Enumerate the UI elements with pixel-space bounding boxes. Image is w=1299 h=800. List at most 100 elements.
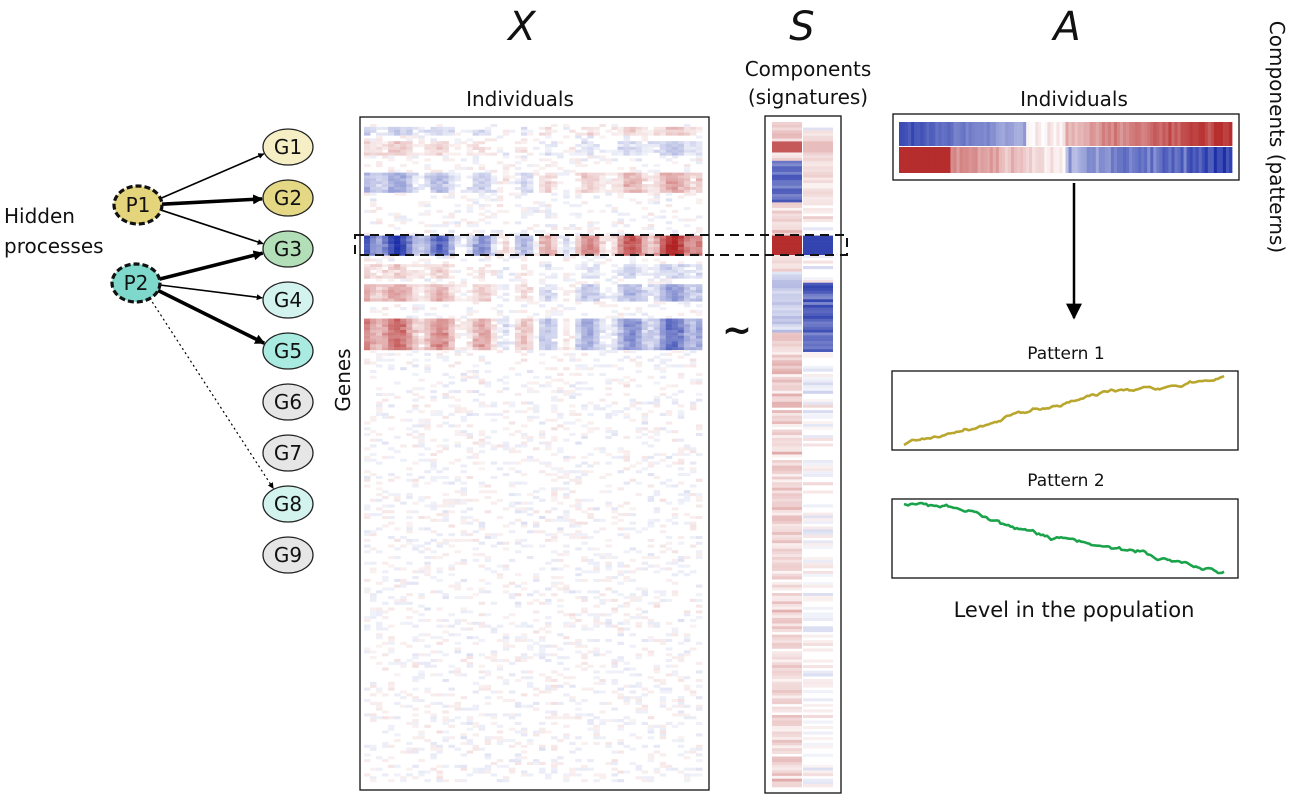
- x-cell: [364, 129, 371, 133]
- x-cell: [545, 184, 552, 188]
- x-cell: [520, 244, 528, 248]
- x-cell: [364, 332, 371, 336]
- x-cell: [683, 141, 691, 145]
- x-cell: [370, 152, 377, 156]
- x-cell: [635, 621, 643, 625]
- x-cell: [484, 269, 492, 273]
- x-cell: [430, 132, 437, 136]
- x-cell: [539, 636, 546, 640]
- x-cell: [496, 295, 504, 299]
- x-cell: [382, 275, 389, 279]
- x-cell: [424, 687, 431, 691]
- x-cell: [448, 181, 455, 185]
- x-cell: [665, 272, 673, 276]
- x-cell: [605, 435, 612, 439]
- x-cell: [412, 350, 419, 354]
- x-cell: [617, 175, 624, 179]
- x-cell: [454, 269, 461, 273]
- x-cell: [575, 335, 582, 339]
- x-cell: [436, 324, 443, 328]
- x-cell: [484, 169, 492, 173]
- x-cell: [635, 624, 643, 628]
- x-cell: [647, 178, 655, 182]
- x-cell: [575, 707, 582, 711]
- x-cell: [412, 392, 419, 396]
- x-cell: [569, 255, 576, 259]
- x-cell: [376, 135, 383, 139]
- x-cell: [388, 126, 395, 130]
- x-cell: [496, 195, 504, 199]
- x-cell: [382, 126, 389, 130]
- x-cell: [587, 126, 594, 130]
- x-cell: [520, 538, 528, 542]
- x-cell: [569, 455, 576, 459]
- x-cell: [593, 292, 600, 296]
- x-cell: [502, 387, 510, 391]
- s-cell: [772, 709, 802, 713]
- x-cell: [587, 249, 594, 253]
- x-cell: [593, 647, 600, 651]
- x-cell: [683, 287, 691, 291]
- x-cell: [581, 178, 588, 182]
- x-cell: [436, 144, 443, 148]
- x-cell: [394, 144, 401, 148]
- x-cell: [418, 570, 425, 574]
- x-cell: [442, 347, 449, 351]
- x-cell: [569, 590, 576, 594]
- x-cell: [376, 309, 383, 314]
- x-cell: [508, 690, 516, 694]
- x-cell: [436, 267, 443, 271]
- s-cell: [772, 518, 802, 522]
- x-cell: [448, 172, 455, 176]
- x-cell: [490, 178, 498, 182]
- x-cell: [430, 338, 437, 342]
- x-cell: [551, 124, 558, 128]
- x-cell: [454, 287, 461, 291]
- x-cell: [653, 750, 661, 754]
- x-cell: [484, 495, 492, 499]
- x-cell: [605, 624, 612, 628]
- x-cell: [424, 547, 431, 551]
- x-cell: [394, 244, 401, 248]
- x-cell: [514, 636, 522, 640]
- x-cell: [430, 169, 437, 173]
- x-cell: [659, 544, 667, 548]
- x-cell: [587, 759, 594, 763]
- x-cell: [406, 247, 413, 251]
- x-cell: [448, 287, 455, 291]
- x-cell: [388, 238, 395, 242]
- x-cell: [689, 335, 697, 339]
- x-cell: [520, 141, 528, 145]
- x-cell: [472, 733, 480, 737]
- x-cell: [551, 327, 558, 331]
- x-cell: [442, 327, 449, 331]
- x-cell: [575, 186, 582, 190]
- x-cell: [593, 727, 600, 731]
- s-cell: [772, 471, 802, 475]
- x-cell: [436, 636, 443, 640]
- x-cell: [376, 347, 383, 351]
- x-cell: [418, 515, 425, 519]
- x-cell: [563, 390, 570, 394]
- x-cell: [406, 264, 413, 268]
- x-cell: [575, 618, 582, 622]
- x-cell: [442, 447, 449, 451]
- x-cell: [677, 189, 685, 193]
- s-cell: [772, 745, 802, 749]
- x-cell: [424, 779, 431, 783]
- x-cell: [623, 272, 630, 276]
- x-cell: [442, 392, 449, 396]
- s-cell: [803, 188, 833, 192]
- x-cell: [551, 679, 558, 683]
- x-cell: [448, 424, 455, 428]
- x-cell: [659, 152, 667, 156]
- x-cell: [671, 590, 679, 594]
- s-cell: [772, 357, 802, 361]
- x-cell: [526, 350, 534, 354]
- x-cell: [388, 510, 395, 514]
- x-cell: [617, 641, 624, 645]
- s-cell: [772, 293, 802, 297]
- x-cell: [442, 372, 449, 376]
- x-cell: [593, 507, 600, 511]
- x-cell: [695, 235, 703, 239]
